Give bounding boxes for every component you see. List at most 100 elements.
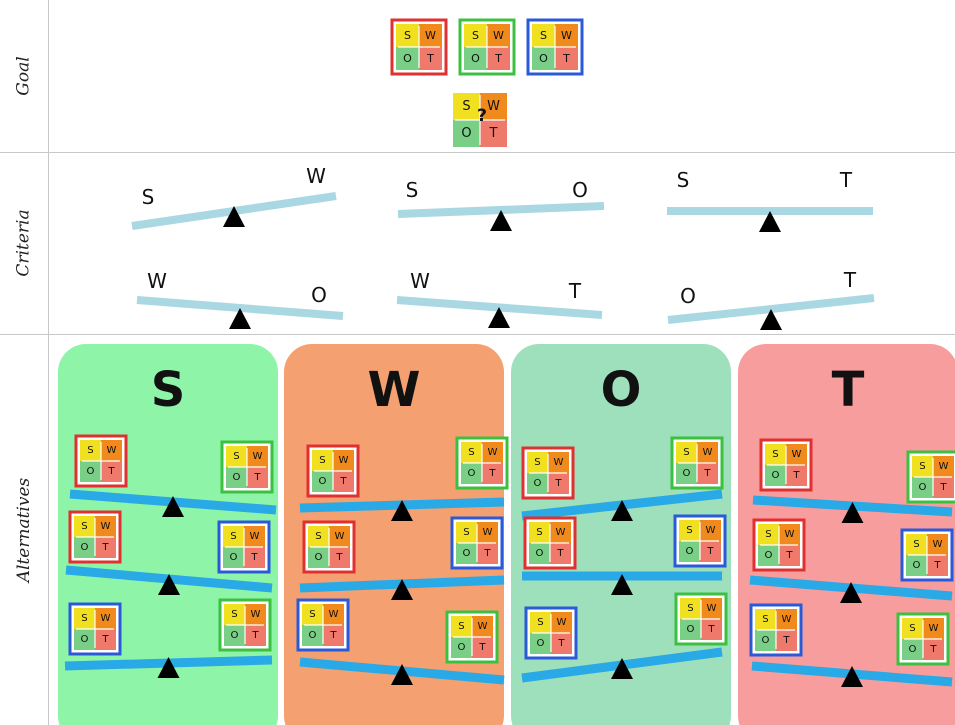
quadrant-letter: O (471, 52, 480, 65)
quadrant-o (312, 471, 333, 492)
criteria-left-label: S (406, 178, 419, 202)
quadrant-letter: T (488, 468, 496, 479)
quadrant-s (74, 516, 95, 537)
quadrant-letter: W (251, 609, 261, 620)
quadrant-w (779, 524, 800, 545)
quadrant-s (224, 604, 245, 625)
criteria-seesaw (397, 202, 605, 231)
quadrant-w (551, 612, 572, 633)
seesaw-fulcrum (611, 658, 633, 679)
quadrant-o (755, 630, 776, 651)
quadrant-s (532, 24, 555, 47)
quadrant-t (323, 625, 344, 646)
quadrant-s (451, 616, 472, 637)
quadrant-letter: W (792, 449, 802, 460)
alternative-seesaw (749, 575, 953, 603)
quadrant-s (461, 442, 482, 463)
quadrant-letter: T (253, 472, 261, 483)
quadrant-letter: O (772, 470, 780, 481)
quadrant-s (302, 604, 323, 625)
quadrant-letter: S (534, 457, 540, 468)
quadrant-s (464, 24, 487, 47)
seesaw-fulcrum (391, 664, 413, 685)
quadrant-letter: O (458, 642, 466, 653)
quadrant-letter: S (462, 99, 470, 114)
quadrant-letter: T (426, 52, 434, 65)
alternative-seesaw (751, 661, 953, 687)
quadrant-letter: S (87, 445, 93, 456)
quadrant-letter: S (81, 521, 87, 532)
quadrant-o (676, 463, 697, 484)
quadrant-t (101, 461, 122, 482)
criteria-right-label: T (839, 168, 853, 192)
quadrant-letter: W (339, 455, 349, 466)
quadrant-letter: T (251, 630, 259, 641)
quadrant-letter: S (686, 525, 692, 536)
quadrant-t (247, 467, 268, 488)
quadrant-letter: T (329, 630, 337, 641)
quadrant-letter: W (478, 621, 488, 632)
quadrant-letter: T (489, 126, 498, 141)
quadrant-letter: W (101, 613, 111, 624)
quadrant-letter: S (468, 447, 474, 458)
quadrant-s (74, 608, 95, 629)
quadrant-s (906, 534, 927, 555)
quadrant-letter: W (933, 539, 943, 550)
quadrant-letter: S (765, 529, 771, 540)
quadrant-letter: W (561, 29, 572, 42)
quadrant-letter: O (686, 546, 694, 557)
quadrant-o (906, 555, 927, 576)
quadrant-letter: W (703, 447, 713, 458)
quadrant-s (312, 450, 333, 471)
row-label-divider (48, 0, 49, 725)
quadrant-t (95, 537, 116, 558)
quadrant-letter: S (315, 531, 321, 542)
quadrant-letter: W (707, 603, 717, 614)
quadrant-w (487, 24, 510, 47)
criteria-right-label: O (311, 283, 327, 307)
seesaw-fulcrum (840, 582, 862, 603)
quadrant-letter: W (939, 461, 949, 472)
quadrant-o (464, 47, 487, 70)
seesaw-fulcrum (162, 496, 184, 517)
quadrant-o (527, 473, 548, 494)
criteria-right-label: O (572, 178, 588, 202)
quadrant-letter: T (335, 552, 343, 563)
quadrant-letter: O (468, 468, 476, 479)
quadrant-letter: O (403, 52, 412, 65)
quadrant-letter: W (253, 451, 263, 462)
question-mark: ? (477, 106, 487, 126)
quadrant-t (697, 463, 718, 484)
quadrant-o (302, 625, 323, 646)
quadrant-s (529, 522, 550, 543)
criteria-seesaw (667, 294, 875, 330)
seesaw-beam (396, 296, 603, 319)
alternative-seesaw (752, 495, 953, 523)
quadrant-letter: S (463, 527, 469, 538)
alternative-seesaw (299, 657, 505, 685)
seesaw-fulcrum (223, 206, 245, 227)
quadrant-letter: W (554, 457, 564, 468)
quadrant-w (923, 618, 944, 639)
alternative-seesaw (521, 647, 723, 683)
quadrant-s (453, 93, 480, 120)
quadrant-w (933, 456, 954, 477)
quadrant-letter: O (461, 126, 471, 141)
quadrant-letter: O (762, 635, 770, 646)
alternative-column-title: S (151, 362, 186, 418)
quadrant-o (226, 467, 247, 488)
quadrant-t (933, 477, 954, 498)
quadrant-letter: S (458, 621, 464, 632)
criteria-seesaw (667, 207, 873, 232)
quadrant-letter: T (785, 550, 793, 561)
